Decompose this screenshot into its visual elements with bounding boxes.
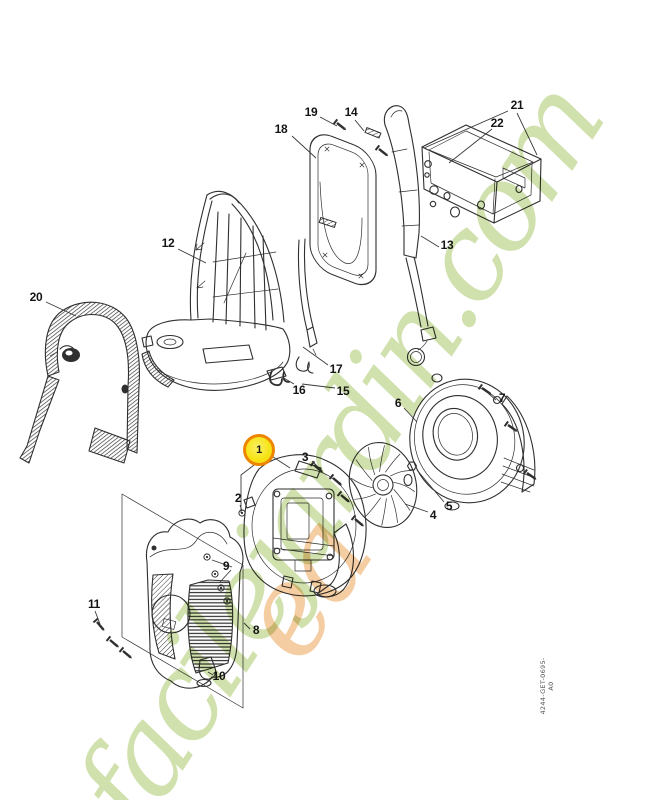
callout-11[interactable]: 11 bbox=[87, 597, 101, 611]
part-18-backrest-pad bbox=[309, 134, 377, 286]
callout-6[interactable]: 6 bbox=[394, 396, 402, 410]
callout-7[interactable]: 7 bbox=[498, 391, 506, 405]
callout-1-highlighted[interactable]: 1 bbox=[243, 434, 275, 466]
drawing-code: 4244-GET-0695-A0 bbox=[539, 657, 555, 715]
callout-12[interactable]: 12 bbox=[161, 236, 175, 250]
callout-3[interactable]: 3 bbox=[301, 450, 309, 464]
callout-22[interactable]: 22 bbox=[490, 116, 504, 130]
callout-14[interactable]: 14 bbox=[344, 105, 358, 119]
parts-21-22-toolbox bbox=[421, 124, 542, 224]
fastener-pin-14 bbox=[318, 126, 392, 229]
callout-16[interactable]: 16 bbox=[292, 383, 306, 397]
callout-10[interactable]: 10 bbox=[212, 669, 226, 683]
callout-4[interactable]: 4 bbox=[429, 508, 437, 522]
fastener-screw-19 bbox=[332, 118, 350, 134]
leader-lines bbox=[45, 110, 538, 676]
part-20-frame-guard bbox=[19, 301, 140, 464]
callout-5[interactable]: 5 bbox=[445, 499, 453, 513]
part-8-engine-cover bbox=[121, 493, 244, 709]
part-10-foot-buffer bbox=[196, 656, 217, 688]
part-5-nut bbox=[406, 461, 418, 471]
callout-13[interactable]: 13 bbox=[440, 238, 454, 252]
part-12-backpack-frame bbox=[141, 190, 291, 391]
part-4-fan-impeller bbox=[348, 441, 418, 529]
callout-1-label: 1 bbox=[256, 444, 262, 456]
parts-15-16-17-cords-hooks bbox=[269, 238, 318, 387]
callout-17[interactable]: 17 bbox=[329, 362, 343, 376]
part-6-fan-housing-cover bbox=[403, 373, 536, 511]
callout-21[interactable]: 21 bbox=[510, 98, 524, 112]
part-1-blower-housing bbox=[243, 454, 367, 598]
callout-15[interactable]: 15 bbox=[336, 384, 350, 398]
callout-20[interactable]: 20 bbox=[29, 290, 43, 304]
callout-9[interactable]: 9 bbox=[222, 559, 230, 573]
fastener-screw-11 bbox=[92, 617, 135, 662]
callout-19[interactable]: 19 bbox=[304, 105, 318, 119]
callout-8[interactable]: 8 bbox=[252, 623, 260, 637]
callout-2[interactable]: 2 bbox=[234, 491, 242, 505]
part-13-shoulder-strap bbox=[383, 105, 437, 367]
callout-18[interactable]: 18 bbox=[274, 122, 288, 136]
